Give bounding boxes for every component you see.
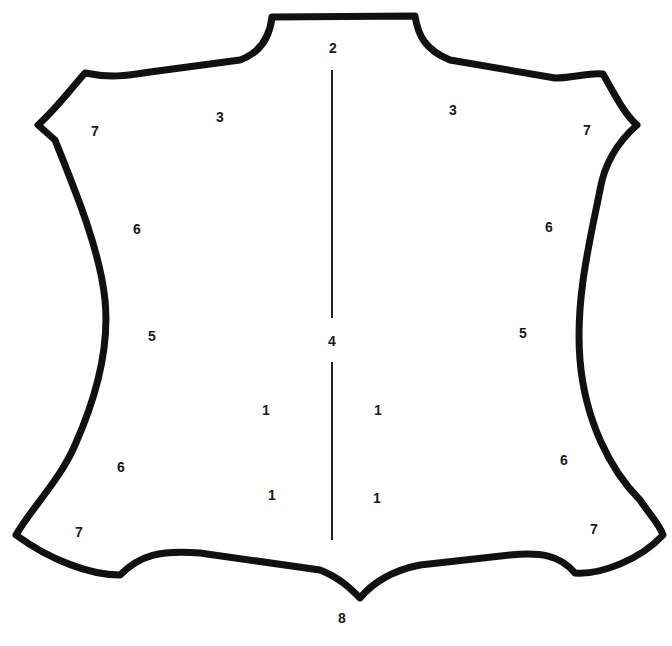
callout-number: 6 (545, 220, 553, 234)
callout-number: 6 (133, 222, 141, 236)
callout-number: 4 (328, 334, 336, 348)
callout-number: 2 (329, 41, 337, 55)
hide-outline (16, 16, 663, 598)
callout-number: 3 (216, 110, 224, 124)
callout-number: 7 (91, 124, 99, 138)
callout-number: 8 (338, 611, 346, 625)
callout-number: 5 (148, 329, 156, 343)
callout-number: 1 (373, 491, 381, 505)
callout-number: 1 (262, 403, 270, 417)
callout-number: 7 (590, 522, 598, 536)
callout-number: 1 (374, 403, 382, 417)
callout-number: 6 (117, 460, 125, 474)
callout-number: 7 (583, 123, 591, 137)
callout-number: 7 (75, 525, 83, 539)
spine-line-lower (331, 362, 333, 540)
callout-number: 5 (519, 326, 527, 340)
callout-number: 1 (268, 488, 276, 502)
spine-line-upper (331, 70, 333, 318)
callout-number: 3 (449, 103, 457, 117)
callout-number: 6 (560, 453, 568, 467)
